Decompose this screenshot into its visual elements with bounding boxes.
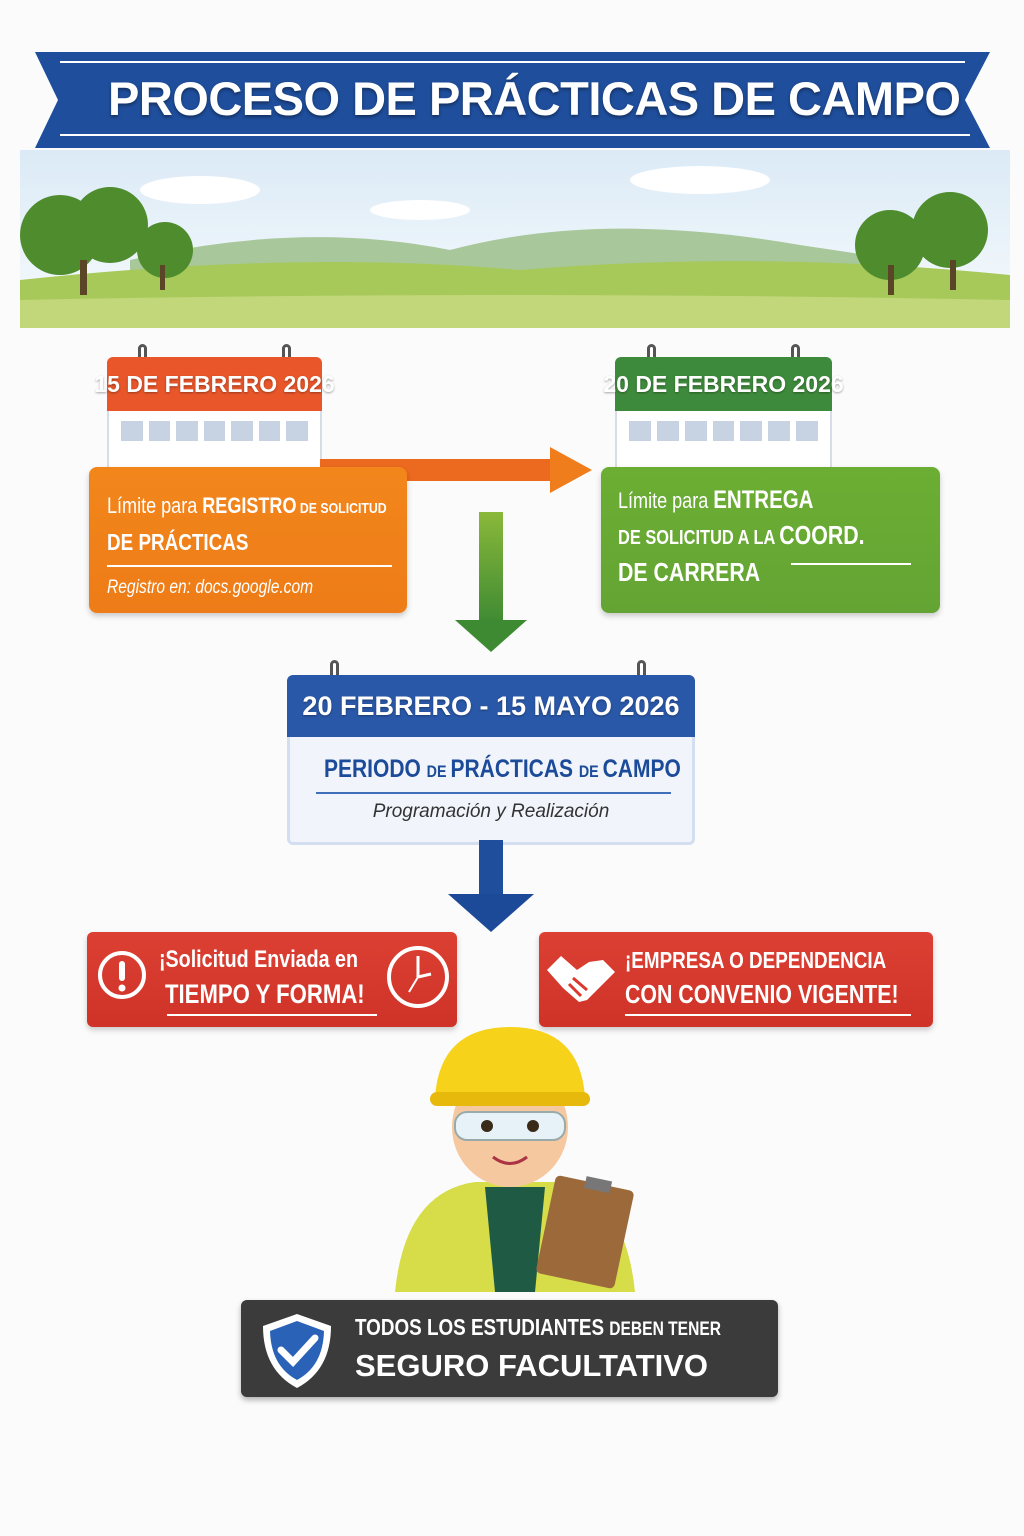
requirement-agreement: ¡EMPRESA O DEPENDENCIA CON CONVENIO VIGE… bbox=[539, 932, 933, 1027]
step3-title: PERIODO DE PRÁCTICAS DE CAMPO bbox=[323, 755, 681, 783]
step3-card: PERIODO DE PRÁCTICAS DE CAMPO Programaci… bbox=[287, 737, 695, 845]
landscape-illustration bbox=[20, 150, 1010, 328]
down-arrow-icon bbox=[448, 840, 534, 932]
down-arrow-icon bbox=[455, 512, 527, 652]
insurance-notice: TODOS LOS ESTUDIANTES DEBEN TENER SEGURO… bbox=[241, 1300, 778, 1397]
shield-check-icon bbox=[263, 1314, 331, 1388]
calendar-grid bbox=[615, 411, 832, 469]
clock-icon bbox=[387, 946, 449, 1008]
step1-date: 15 DE FEBRERO 2026 bbox=[94, 357, 335, 411]
calendar-grid bbox=[107, 411, 322, 469]
step1-card: Límite para REGISTRO DE SOLICITUD DE PRÁ… bbox=[89, 467, 407, 613]
step3-subtitle: Programación y Realización bbox=[372, 801, 610, 822]
title-ribbon bbox=[35, 52, 990, 148]
page-title: PROCESO DE PRÁCTICAS DE CAMPO bbox=[108, 72, 961, 125]
requirement-on-time: ¡Solicitud Enviada en TIEMPO Y FORMA! bbox=[87, 932, 457, 1027]
handshake-icon bbox=[547, 956, 615, 1002]
step3-date: 20 FEBRERO - 15 MAYO 2026 bbox=[287, 675, 695, 737]
step2-card: Límite para ENTREGA DE SOLICITUD A LA CO… bbox=[601, 467, 940, 613]
alert-icon bbox=[98, 951, 146, 999]
step2-date: 20 DE FEBRERO 2026 bbox=[603, 357, 844, 411]
student-worker-illustration bbox=[395, 1027, 635, 1292]
